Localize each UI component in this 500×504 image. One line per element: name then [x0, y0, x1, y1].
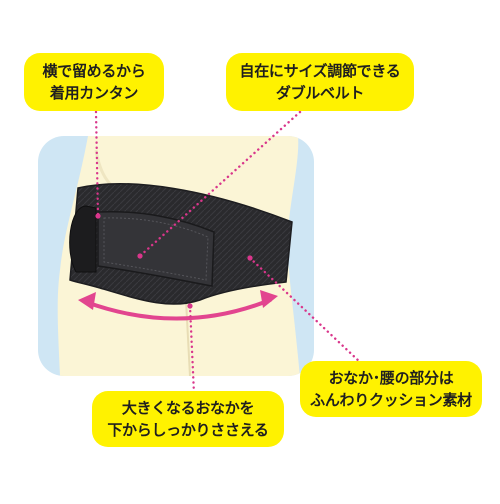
callout-belly-support: 大きくなるおなかを 下からしっかりささえる: [92, 391, 284, 447]
callout-text-line: 自在にサイズ調節できる: [239, 62, 401, 80]
leader-line-side-fastening: [94, 110, 100, 218]
leader-dot-belly-support: [187, 303, 193, 309]
callout-text-line: 着用カンタン: [49, 84, 139, 102]
leader-line-adjustable-belt: [138, 110, 302, 258]
arrowhead-left-icon: [78, 292, 96, 310]
front-strap: [97, 210, 215, 287]
callout-adjustable-belt: 自在にサイズ調節できる ダブルベルト: [226, 53, 414, 111]
callout-text-line: 横で留めるから: [42, 62, 146, 80]
callout-side-fastening: 横で留めるから 着用カンタン: [24, 53, 164, 111]
leader-line-belly-support: [188, 304, 196, 396]
leader-dot-soft-material: [247, 255, 253, 261]
callout-text-line: 大きくなるおなかを: [121, 399, 255, 417]
callout-soft-material: おなか･腰の部分は ふんわりクッション素材: [300, 361, 482, 417]
leader-dot-side-fastening: [95, 213, 101, 219]
arrowhead-right-icon: [260, 290, 278, 308]
callout-text-line: ふんわりクッション素材: [310, 391, 472, 409]
leader-dot-adjustable-belt: [137, 253, 143, 259]
double-headed-arc-arrow-icon: [84, 298, 272, 321]
leader-line-soft-material: [248, 256, 364, 366]
buckle-loop: [69, 205, 97, 273]
leg-gap: [185, 299, 191, 376]
strap-stitching: [103, 217, 209, 281]
callout-text-line: 下からしっかりささえる: [107, 421, 269, 439]
callout-text-line: おなか･腰の部分は: [328, 369, 454, 387]
callout-text-line: ダブルベルト: [275, 84, 365, 102]
